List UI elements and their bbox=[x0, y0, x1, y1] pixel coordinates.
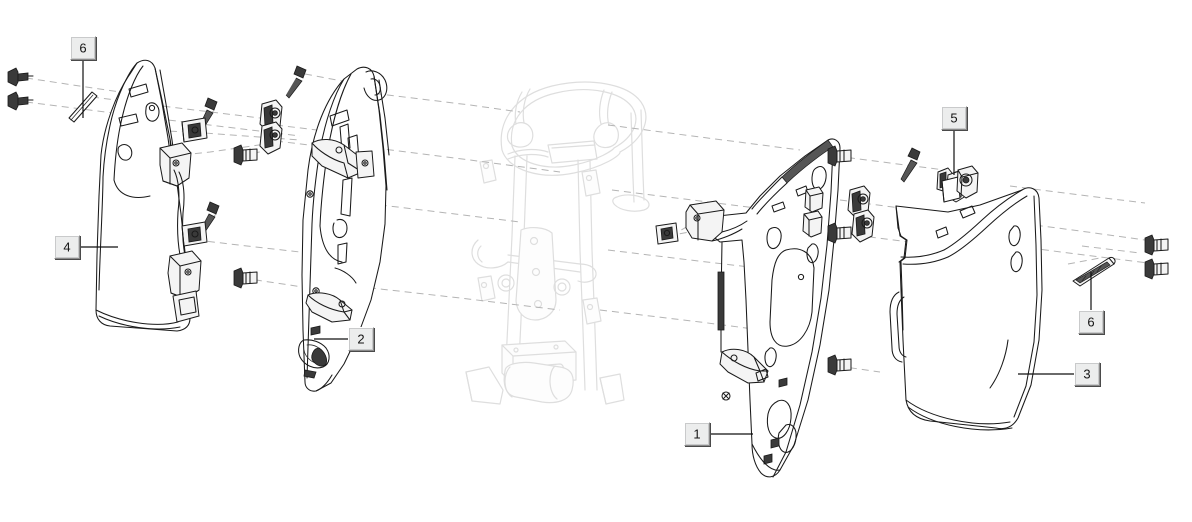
part-2-inner-side-panel bbox=[298, 66, 390, 392]
callout-1[interactable]: 1 bbox=[684, 422, 710, 446]
callout-2[interactable]: 2 bbox=[348, 327, 374, 351]
ghost-frame-chassis bbox=[465, 81, 650, 405]
rivet bbox=[7, 67, 34, 87]
spring-nut-clip bbox=[847, 185, 871, 219]
part-1-center-support-bracket bbox=[685, 138, 841, 478]
callout-5[interactable]: 5 bbox=[941, 106, 967, 130]
hex-bolt bbox=[233, 144, 258, 166]
hex-bolt bbox=[1144, 258, 1169, 280]
hex-bolt bbox=[827, 354, 852, 376]
hex-bolt bbox=[233, 267, 258, 289]
spring-nut-clip bbox=[259, 121, 283, 155]
spring-nut-clip bbox=[181, 221, 208, 247]
callout-label: 5 bbox=[950, 110, 958, 125]
callout-label: 3 bbox=[1083, 366, 1091, 381]
spring-nut-clip bbox=[851, 209, 875, 243]
callout-label: 6 bbox=[79, 40, 87, 55]
hex-bolt bbox=[1144, 234, 1169, 256]
part-4-left-side-fairing bbox=[95, 59, 202, 332]
part-3-right-side-cover bbox=[889, 187, 1043, 431]
callout-6-left[interactable]: 6 bbox=[70, 36, 96, 60]
rivet bbox=[7, 91, 34, 111]
hex-bolt bbox=[827, 145, 852, 167]
spring-nut-clip bbox=[181, 117, 208, 143]
callout-label: 1 bbox=[693, 426, 701, 441]
callout-3[interactable]: 3 bbox=[1074, 362, 1100, 386]
callout-label: 4 bbox=[63, 239, 71, 254]
callout-6-right[interactable]: 6 bbox=[1078, 310, 1104, 334]
callout-leader-lines bbox=[80, 60, 1092, 435]
callout-label: 6 bbox=[1087, 314, 1095, 329]
part-5-rubber-grommet-bushing bbox=[936, 165, 979, 203]
callout-label: 2 bbox=[357, 331, 365, 346]
part-6-trim-strip-right bbox=[1072, 256, 1116, 287]
screw bbox=[900, 147, 921, 183]
hex-bolt bbox=[827, 222, 852, 244]
callout-4[interactable]: 4 bbox=[54, 235, 80, 259]
spring-nut-clip bbox=[655, 222, 679, 245]
hardware-fasteners bbox=[7, 65, 1169, 376]
screw bbox=[285, 65, 307, 99]
